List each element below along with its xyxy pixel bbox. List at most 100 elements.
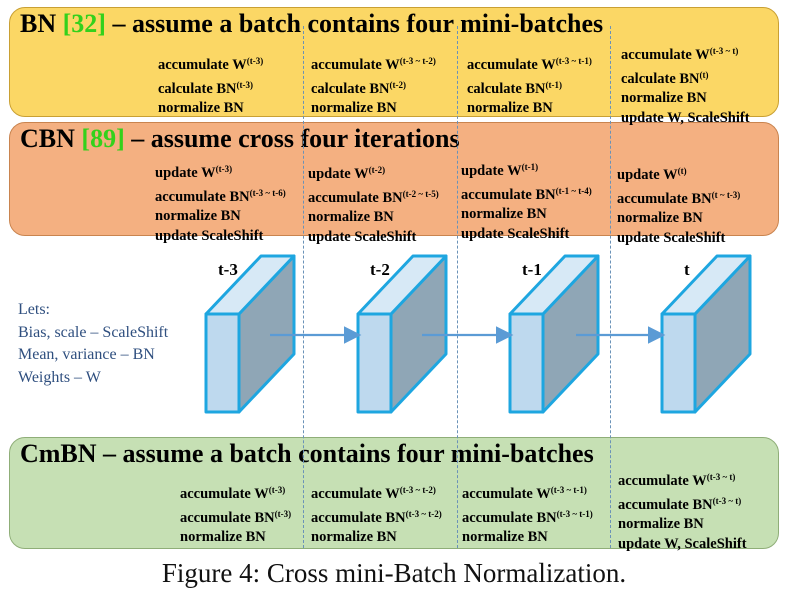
step-label: t-2: [370, 260, 390, 279]
line-text: accumulate BN: [180, 509, 275, 526]
line-superscript: (t-3): [215, 164, 233, 174]
line-text: accumulate W: [467, 57, 556, 73]
column-line: accumulate BN(t-2 ~ t-5): [308, 185, 439, 209]
cmbn-title: CmBN – assume a batch contains four mini…: [20, 439, 594, 468]
lets-line: Weights – W: [18, 368, 101, 386]
line-text: calculate BN: [621, 70, 700, 87]
cbn-title-suffix: – assume cross four iterations: [124, 124, 460, 153]
bn-column-2: accumulate W(t-3 ~ t-2) calculate BN(t-2)…: [311, 52, 436, 119]
column-line: normalize BN: [311, 528, 442, 548]
line-text: update W: [461, 163, 522, 179]
lets-line: Bias, scale – ScaleShift: [18, 323, 169, 341]
column-line: calculate BN(t-1): [467, 76, 592, 100]
line-text: update W, ScaleShift: [618, 535, 747, 552]
lets-line: Mean, variance – BN: [18, 346, 155, 363]
line-text: accumulate BN: [462, 509, 557, 526]
line-superscript: (t-3 ~ t): [712, 495, 742, 506]
cube-t-1: [508, 254, 600, 414]
line-text: update W: [308, 166, 369, 182]
column-line: normalize BN: [158, 99, 263, 119]
step-label: t: [684, 260, 690, 279]
cube-t: [660, 254, 752, 414]
line-superscript: (t-3): [246, 56, 264, 66]
column-line: normalize BN: [617, 209, 740, 229]
column-line: update ScaleShift: [155, 227, 286, 247]
step-label: t-3: [218, 260, 238, 279]
bn-column-3: accumulate W(t-3 ~ t-1)calculate BN(t-1)…: [467, 52, 592, 119]
column-line: normalize BN: [618, 515, 747, 535]
line-superscript: (t-3 ~ t): [709, 46, 739, 56]
figure-caption: Figure 4: Cross mini-Batch Normalization…: [161, 558, 627, 588]
column-line: accumulate W(t-3 ~ t-2): [311, 481, 442, 505]
column-line: update W(t): [617, 162, 740, 186]
line-superscript: (t): [677, 166, 687, 176]
cmbn-column-3: accumulate W(t-3 ~ t-1)accumulate BN(t-3…: [462, 481, 593, 548]
line-superscript: (t-1 ~ t-4): [555, 185, 592, 196]
bn-title: BN [32] – assume a batch contains four m…: [20, 9, 603, 39]
cube-front-face: [204, 312, 241, 414]
cbn-column-3: update W(t-1)accumulate BN(t-1 ~ t-4)nor…: [461, 158, 592, 244]
line-text: calculate BN: [467, 80, 546, 97]
line-text: accumulate W: [158, 57, 247, 73]
line-text: normalize BN: [618, 516, 704, 532]
line-text: normalize BN: [311, 529, 397, 545]
line-text: update ScaleShift: [461, 225, 570, 242]
line-text: update ScaleShift: [155, 227, 264, 244]
cbn-title-ref: [89]: [81, 124, 125, 153]
line-superscript: (t-3): [274, 508, 292, 519]
column-line: normalize BN: [180, 528, 291, 548]
cmbn-column-2: accumulate W(t-3 ~ t-2)accumulate BN(t-3…: [311, 481, 442, 548]
cbn-title: CBN [89] – assume cross four iterations: [20, 124, 460, 154]
line-text: normalize BN: [617, 210, 703, 226]
bn-column-1: accumulate W(t-3)calculate BN(t-3)normal…: [158, 52, 263, 119]
line-superscript: (t-3 ~ t-2): [405, 508, 442, 519]
line-text: accumulate W: [618, 473, 707, 489]
column-line: update ScaleShift: [308, 228, 439, 248]
column-line: update W, ScaleShift: [618, 535, 747, 555]
line-superscript: (t ~ t-3): [711, 189, 741, 200]
column-line: normalize BN: [462, 528, 593, 548]
column-line: accumulate W(t-3 ~ t): [621, 42, 750, 66]
cbn-panel: CBN [89] – assume cross four iterations: [9, 122, 779, 236]
column-line: normalize BN: [311, 99, 436, 119]
line-text: normalize BN: [158, 100, 244, 116]
column-line: calculate BN(t-2): [311, 76, 436, 100]
column-line: calculate BN(t): [621, 66, 750, 90]
line-superscript: (t-2): [368, 165, 386, 175]
line-superscript: (t-1): [545, 79, 563, 90]
column-line: update ScaleShift: [461, 225, 592, 245]
line-superscript: (t-3 ~ t-1): [550, 485, 587, 495]
line-superscript: (t-3): [236, 79, 254, 90]
column-line: accumulate W(t-3): [158, 52, 263, 76]
column-divider: [610, 26, 611, 548]
cbn-title-prefix: CBN: [20, 124, 82, 153]
bn-column-4: accumulate W(t-3 ~ t)calculate BN(t)norm…: [621, 42, 750, 128]
cube-front-face: [356, 312, 393, 414]
line-superscript: (t-3 ~ t-1): [556, 508, 593, 519]
bn-title-prefix: BN: [20, 9, 63, 38]
line-text: calculate BN: [311, 80, 390, 97]
line-superscript: (t-3): [268, 485, 286, 495]
step-label: t-1: [522, 260, 542, 279]
column-line: update ScaleShift: [617, 229, 740, 249]
bn-title-ref: [32]: [62, 9, 106, 38]
line-text: update W: [155, 165, 216, 181]
line-text: accumulate BN: [617, 190, 712, 207]
column-line: normalize BN: [308, 208, 439, 228]
line-text: accumulate BN: [461, 186, 556, 203]
line-text: normalize BN: [461, 206, 547, 222]
line-superscript: (t-3 ~ t-2): [399, 485, 436, 495]
column-line: accumulate BN(t-3 ~ t-1): [462, 505, 593, 529]
line-text: normalize BN: [155, 208, 241, 224]
line-text: update W: [617, 167, 678, 183]
line-text: accumulate W: [311, 57, 400, 73]
line-text: calculate BN: [158, 80, 237, 97]
column-line: accumulate W(t-3 ~ t): [618, 468, 747, 492]
column-line: accumulate W(t-3 ~ t-1): [462, 481, 593, 505]
lets-line: Lets:: [18, 301, 50, 318]
column-line: update W, ScaleShift: [621, 109, 750, 129]
line-superscript: (t-3 ~ t-2): [399, 56, 436, 66]
column-divider: [303, 26, 304, 548]
line-text: normalize BN: [180, 529, 266, 545]
